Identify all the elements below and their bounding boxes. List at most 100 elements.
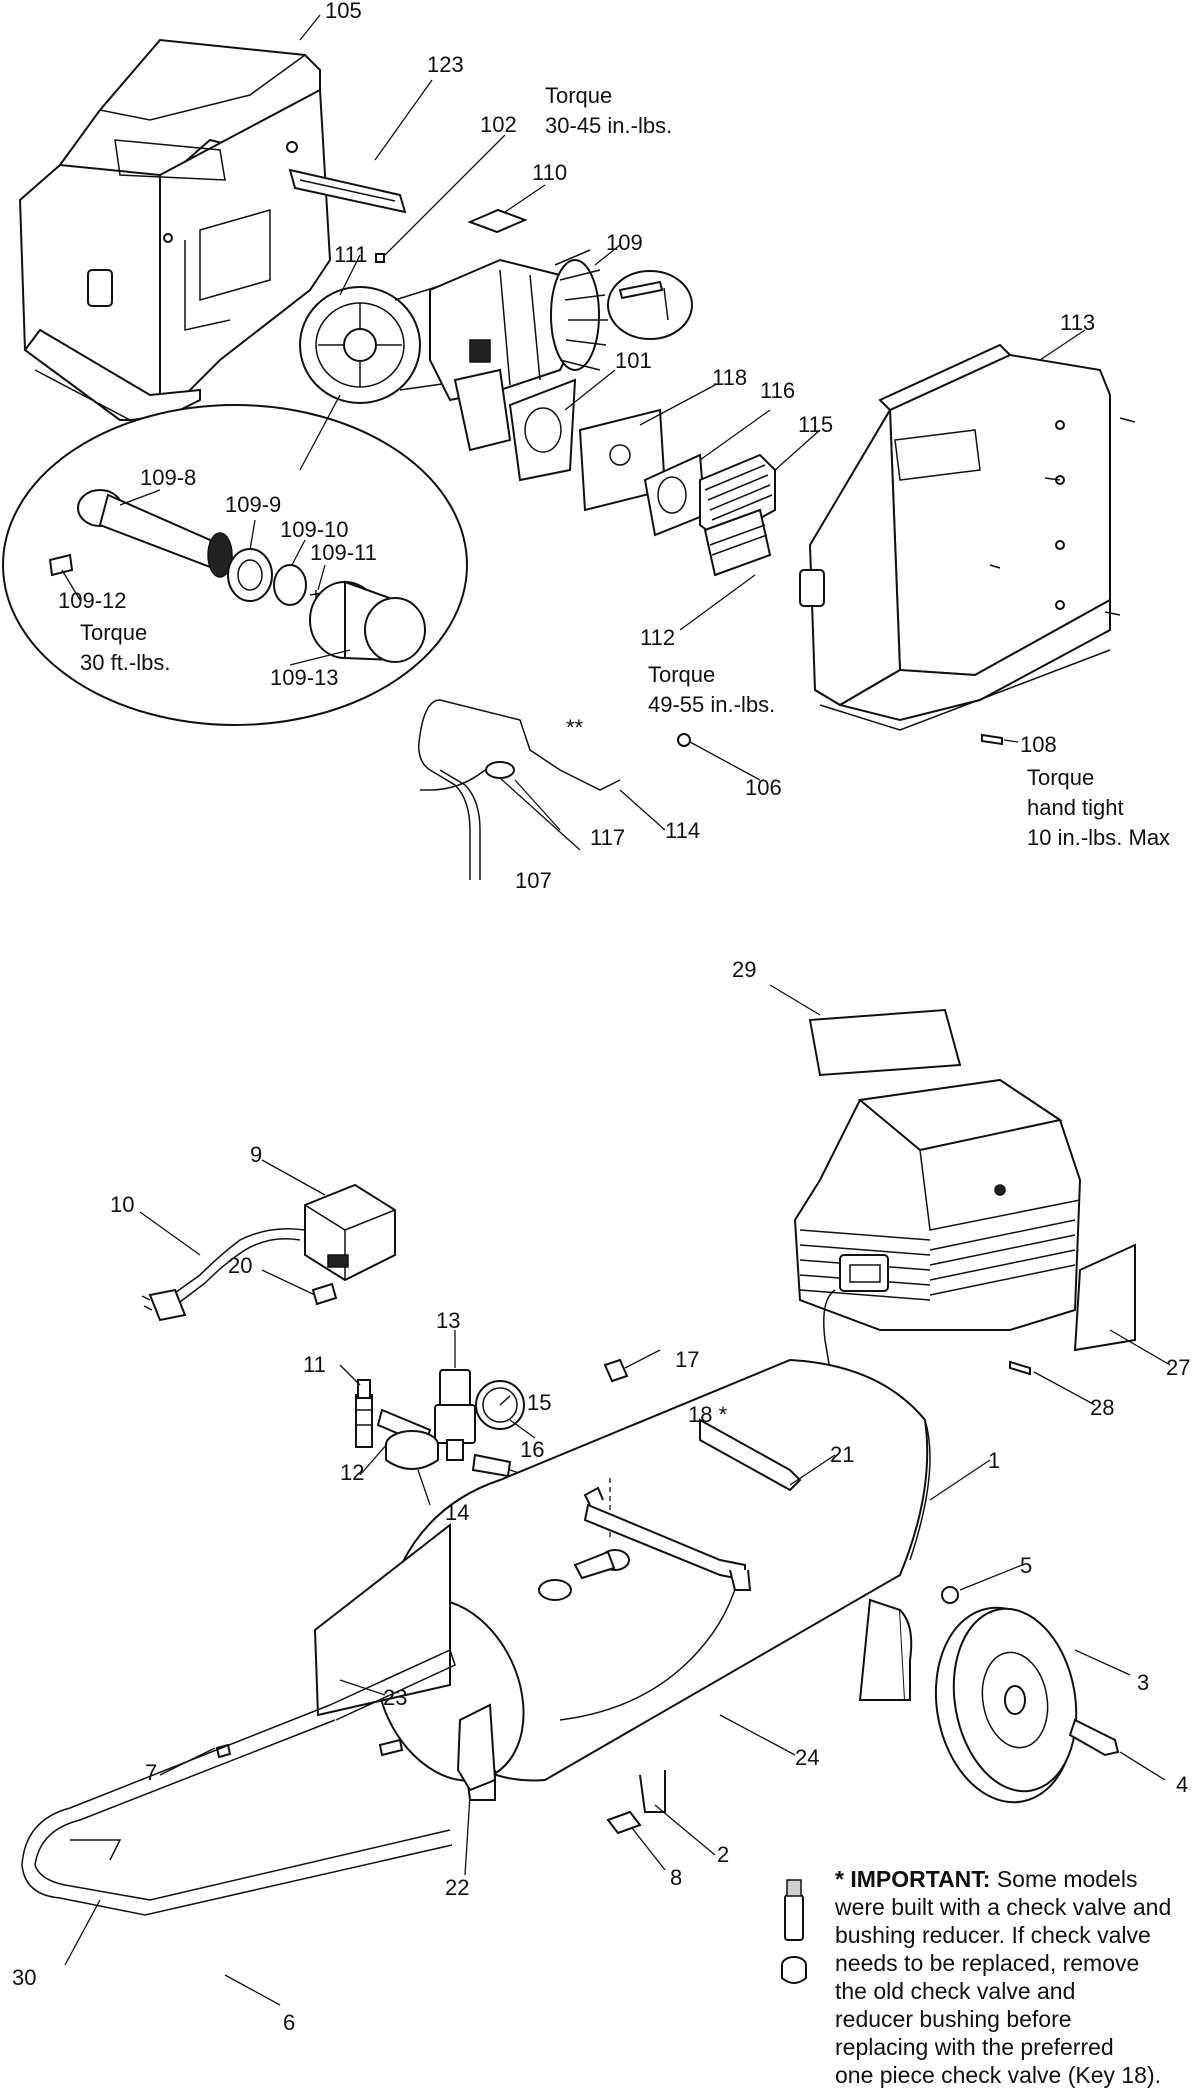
filter-123 [288, 168, 407, 214]
gasket-101 [508, 378, 577, 482]
callout-double-star [607, 270, 693, 340]
tube-114 [418, 699, 621, 880]
nut-5 [941, 1586, 959, 1604]
label-109-11: 109-11 [310, 540, 377, 565]
label-21: 21 [830, 1442, 854, 1467]
torque-109-12-line2: 30 ft.-lbs. [80, 650, 170, 675]
label-108: 108 [1020, 732, 1057, 757]
label-18: 18 * [688, 1402, 728, 1427]
label-22: 22 [445, 1875, 469, 1900]
torque-112-line1: Torque [648, 662, 715, 687]
bolt-4 [1068, 1718, 1120, 1757]
rod-6-leader [224, 1974, 281, 2006]
tee-11 [355, 1379, 373, 1448]
torque-108-line3: 10 in.-lbs. Max [1027, 825, 1170, 850]
label-12: 12 [340, 1460, 364, 1485]
label-114: 114 [665, 818, 700, 843]
label-20: 20 [228, 1253, 252, 1278]
screw-102 [375, 253, 385, 263]
label-106: 106 [745, 775, 782, 800]
label-109: 109 [606, 230, 643, 255]
important-note-line-4: the old check valve and [835, 1978, 1075, 2004]
label-7: 7 [145, 1760, 157, 1785]
handle-30 [21, 1648, 456, 1916]
label-2: 2 [717, 1842, 729, 1867]
important-note-line-6: replacing with the preferred [835, 2034, 1114, 2060]
head-115 [699, 453, 776, 577]
label-17: 17 [675, 1347, 699, 1372]
important-note-line-2: bushing reducer. If check valve [835, 1922, 1151, 1948]
label-102: 102 [480, 112, 517, 137]
label-105: 105 [325, 0, 362, 23]
label-1: 1 [988, 1448, 1000, 1473]
label-109-10: 109-10 [280, 517, 349, 542]
regulator-13 [434, 1369, 476, 1461]
label-118: 118 [712, 365, 747, 390]
gauge-14 [385, 1430, 439, 1470]
torque-102-line2: 30-45 in.-lbs. [545, 113, 672, 138]
important-note-line-0-rest: Some models [990, 1866, 1137, 1892]
cap-17 [603, 1358, 629, 1383]
label-10: 10 [110, 1192, 134, 1217]
power-cord-10 [141, 1228, 306, 1322]
decal-27 [1073, 1243, 1136, 1352]
label-115: 115 [798, 412, 833, 437]
label-13: 13 [436, 1308, 460, 1333]
label-109-9: 109-9 [225, 492, 281, 517]
label-109-13: 109-13 [270, 665, 339, 690]
torque-108-line2: hand tight [1027, 795, 1124, 820]
label-5: 5 [1020, 1553, 1032, 1578]
label-23: 23 [383, 1685, 407, 1710]
label-9: 9 [250, 1142, 262, 1167]
rear-shroud-105 [18, 38, 332, 423]
label-109-12: 109-12 [58, 588, 127, 613]
label-4: 4 [1176, 1772, 1188, 1797]
label-14: 14 [445, 1500, 469, 1525]
torque-102-line1: Torque [545, 83, 612, 108]
motor-pump-109 [429, 249, 608, 452]
label-double-star: ** [566, 715, 584, 740]
important-note-line-7: one piece check valve (Key 18). [835, 2062, 1161, 2088]
label-29: 29 [732, 957, 756, 982]
label-109-8: 109-8 [140, 465, 196, 490]
decal-23 [313, 1522, 451, 1717]
label-30: 30 [12, 1965, 36, 1990]
wheel-3 [858, 1598, 1078, 1804]
pad-8 [606, 1810, 642, 1835]
screw-108 [981, 733, 1003, 746]
front-shroud-113 [799, 343, 1136, 731]
label-112: 112 [640, 625, 675, 650]
detail-oval-109 [2, 404, 468, 726]
torque-109-12-line1: Torque [80, 620, 147, 645]
handle-bracket-21 [583, 1418, 802, 1591]
label-110: 110 [532, 160, 567, 185]
label-123: 123 [427, 52, 464, 77]
note-check-valve-icons [781, 1879, 807, 1984]
important-note-line-1: were built with a check valve and [834, 1894, 1171, 1920]
label-15: 15 [527, 1390, 551, 1415]
important-note-heading: * IMPORTANT: [835, 1866, 990, 1892]
pad-110 [467, 208, 528, 234]
decal-24-leader [719, 1714, 796, 1756]
label-24: 24 [795, 1745, 819, 1770]
pressure-switch-9 [304, 1183, 396, 1282]
label-3: 3 [1137, 1670, 1149, 1695]
coupler-16 [471, 1453, 512, 1478]
fitting-106 [677, 733, 691, 747]
label-117: 117 [590, 825, 625, 850]
important-note-line-3: needs to be replaced, remove [835, 1950, 1139, 1976]
label-8: 8 [670, 1865, 682, 1890]
label-116: 116 [760, 378, 795, 403]
important-note-line-0: * IMPORTANT: Some models [835, 1866, 1137, 1892]
important-note-line-5: reducer bushing before [835, 2006, 1072, 2032]
screw-28 [1009, 1360, 1031, 1376]
label-107: 107 [515, 868, 552, 893]
gauge-15 [475, 1380, 525, 1430]
torque-108-line1: Torque [1027, 765, 1094, 790]
label-28: 28 [1090, 1395, 1114, 1420]
label-6: 6 [283, 2010, 295, 2035]
label-27: 27 [1166, 1355, 1190, 1380]
assembled-shroud [793, 1078, 1082, 1371]
label-101: 101 [615, 348, 652, 373]
